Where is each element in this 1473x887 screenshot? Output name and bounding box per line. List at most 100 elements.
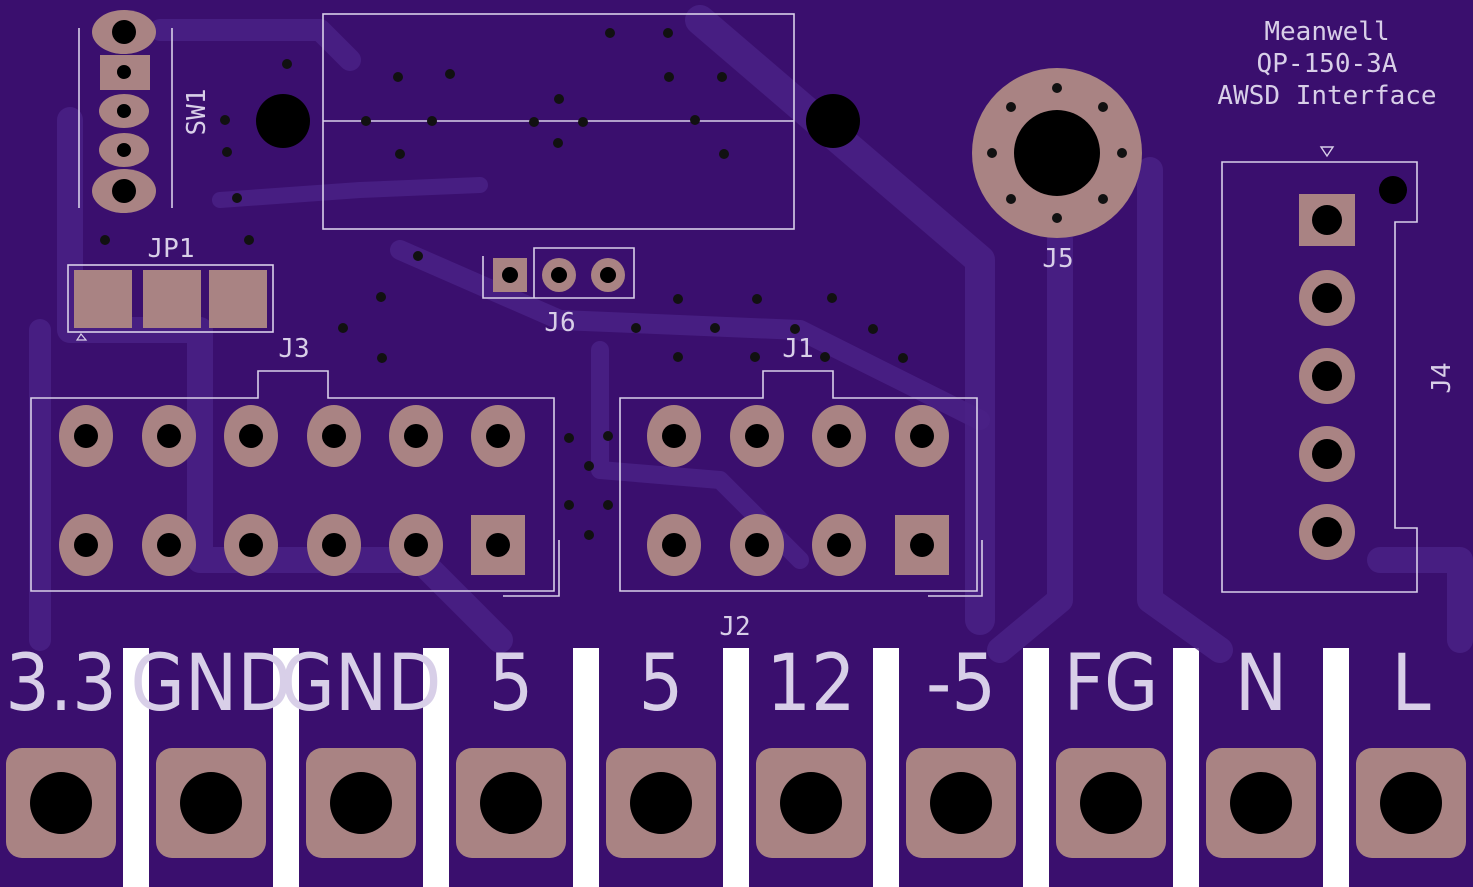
pin-drill xyxy=(827,424,851,448)
pin-drill xyxy=(662,533,686,557)
pin-drill xyxy=(74,424,98,448)
pin-drill xyxy=(404,533,428,557)
terminal-drill xyxy=(1230,772,1292,834)
via xyxy=(790,324,800,334)
pin-drill xyxy=(157,424,181,448)
via xyxy=(529,117,539,127)
pin-drill xyxy=(910,424,934,448)
terminal-label: N xyxy=(1235,639,1287,729)
via xyxy=(868,324,878,334)
via xyxy=(663,28,673,38)
via xyxy=(584,461,594,471)
via xyxy=(361,116,371,126)
via xyxy=(584,530,594,540)
via xyxy=(898,353,908,363)
j1-ref-label: J1 xyxy=(782,334,813,364)
terminal-drill xyxy=(1380,772,1442,834)
terminal-2[interactable]: GND xyxy=(131,639,292,858)
j3-ref-label: J3 xyxy=(278,334,309,364)
terminal-7[interactable]: -5 xyxy=(906,639,1016,858)
pin-drill xyxy=(322,424,346,448)
via xyxy=(631,323,641,333)
via xyxy=(664,72,674,82)
via xyxy=(377,353,387,363)
pin-drill xyxy=(910,533,934,557)
terminal-4[interactable]: 5 xyxy=(456,639,566,858)
via xyxy=(338,323,348,333)
via xyxy=(427,116,437,126)
via xyxy=(673,294,683,304)
terminal-9[interactable]: N xyxy=(1206,639,1316,858)
via xyxy=(564,433,574,443)
via xyxy=(673,352,683,362)
via xyxy=(820,352,830,362)
mounting-hole-right xyxy=(806,94,860,148)
finger-slots xyxy=(123,648,1349,887)
j6-header: J6 xyxy=(482,247,635,338)
terminal-label: 5 xyxy=(639,639,684,729)
terminal-drill xyxy=(480,772,542,834)
via xyxy=(244,235,254,245)
via xyxy=(282,59,292,69)
j4-ref-label: J4 xyxy=(1427,362,1457,393)
terminal-drill xyxy=(30,772,92,834)
terminal-3[interactable]: GND xyxy=(281,639,442,858)
terminal-label: L xyxy=(1391,639,1430,729)
via xyxy=(220,115,230,125)
sw1-switch: SW1 xyxy=(78,10,212,213)
terminal-drill xyxy=(180,772,242,834)
pin-drill xyxy=(662,424,686,448)
j6-ref-label: J6 xyxy=(544,308,575,338)
terminal-10[interactable]: L xyxy=(1356,639,1466,858)
terminal-label: -5 xyxy=(926,639,996,729)
via xyxy=(717,72,727,82)
via xyxy=(603,500,613,510)
vias xyxy=(100,28,908,540)
mounting-hole-left xyxy=(256,94,310,148)
via xyxy=(710,323,720,333)
title-line-3: AWSD Interface xyxy=(1217,81,1436,111)
via xyxy=(752,294,762,304)
terminal-label: 5 xyxy=(489,639,534,729)
via xyxy=(605,28,615,38)
via xyxy=(100,235,110,245)
via xyxy=(445,69,455,79)
via xyxy=(376,292,386,302)
terminal-8[interactable]: FG xyxy=(1056,639,1166,858)
via xyxy=(393,72,403,82)
j5-ref-label: J5 xyxy=(1042,244,1073,274)
pin-drill xyxy=(74,533,98,557)
title-line-1: Meanwell xyxy=(1264,17,1389,47)
jp1-jumper: JP1 xyxy=(67,234,274,341)
via xyxy=(232,193,242,203)
pin-drill xyxy=(239,533,263,557)
via xyxy=(719,149,729,159)
terminal-drill xyxy=(780,772,842,834)
j2-ref-label: J2 xyxy=(719,612,750,642)
j4-connector: J4 xyxy=(1221,146,1457,593)
via xyxy=(413,251,423,261)
pin-drill xyxy=(745,424,769,448)
terminal-6[interactable]: 12 xyxy=(756,639,866,858)
via xyxy=(827,293,837,303)
via xyxy=(222,147,232,157)
terminal-5[interactable]: 5 xyxy=(606,639,716,858)
terminal-label: GND xyxy=(281,639,442,729)
terminal-label: FG xyxy=(1064,639,1159,729)
terminal-drill xyxy=(330,772,392,834)
pin-drill xyxy=(827,533,851,557)
via xyxy=(554,94,564,104)
pin-drill xyxy=(486,533,510,557)
terminal-drill xyxy=(1080,772,1142,834)
terminal-1[interactable]: 3.3 xyxy=(5,639,117,858)
j1-connector: J1 J2 xyxy=(619,334,983,642)
j2-outline xyxy=(322,13,795,230)
via xyxy=(690,115,700,125)
sw1-ref-label: SW1 xyxy=(182,89,212,136)
via xyxy=(553,138,563,148)
pin-drill xyxy=(486,424,510,448)
j3-connector: J3 xyxy=(30,334,560,597)
terminal-label: 3.3 xyxy=(5,639,117,729)
